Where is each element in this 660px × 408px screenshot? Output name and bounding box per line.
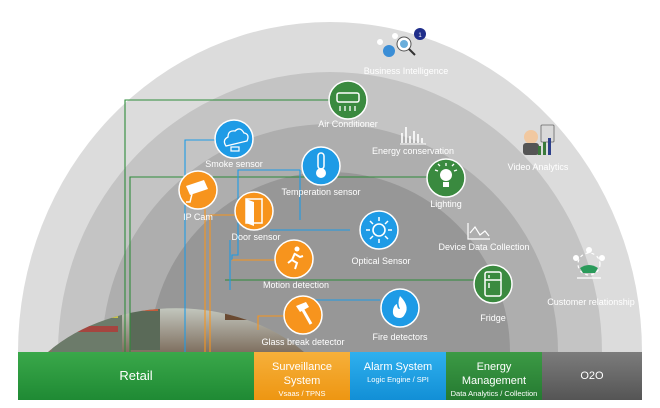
fridge-label: Fridge xyxy=(480,313,506,323)
optical-sensor-node[interactable] xyxy=(359,210,399,250)
surveillance-subtitle: Vsaas / TPNS xyxy=(278,389,326,398)
motion-detection-node[interactable] xyxy=(274,239,314,279)
motion-detection-label: Motion detection xyxy=(263,280,329,290)
door-sensor-label: Door sensor xyxy=(231,232,280,242)
glass-break-detector-node[interactable] xyxy=(283,295,323,335)
fire-detectors-label: Fire detectors xyxy=(372,332,428,342)
segment-surveillance[interactable]: Surveillance System Vsaas / TPNS xyxy=(254,352,350,400)
glass-break-detector-label: Glass break detector xyxy=(261,337,344,347)
lighting-label: Lighting xyxy=(430,199,462,209)
surveillance-title: Surveillance System xyxy=(272,361,332,387)
alarm-title: Alarm System xyxy=(363,361,433,373)
energy-conservation-label: Energy conservation xyxy=(372,146,454,156)
air-conditioner-icon xyxy=(328,80,368,120)
energy-title: Energy Management xyxy=(461,361,527,387)
fridge-node[interactable] xyxy=(473,264,513,304)
thermometer-icon xyxy=(301,146,341,186)
customer-relationship-icon xyxy=(573,247,605,279)
segment-o2o[interactable]: O2O xyxy=(542,352,642,400)
notification-badge: 1 xyxy=(418,33,422,39)
air-conditioner-label: Air Conditioner xyxy=(318,119,378,129)
business-intelligence-icon xyxy=(377,28,426,57)
energy-conservation-icon xyxy=(400,127,426,145)
hammer-icon xyxy=(283,295,323,335)
fire-detectors-node[interactable] xyxy=(380,288,420,328)
alarm-subtitle: Logic Engine / SPI xyxy=(367,375,429,384)
customer-relationship-label: Customer relationship xyxy=(547,297,635,307)
smoke-icon xyxy=(214,119,254,159)
smoke-sensor-label: Smoke sensor xyxy=(205,159,263,169)
retail-label: Retail xyxy=(119,368,153,383)
temperation-sensor-label: Temperation sensor xyxy=(281,187,360,197)
temperation-sensor-node[interactable] xyxy=(301,146,341,186)
sun-icon xyxy=(359,210,399,250)
device-data-collection-label: Device Data Collection xyxy=(438,242,529,252)
lighting-node[interactable] xyxy=(426,158,466,198)
door-sensor-node[interactable] xyxy=(234,191,274,231)
video-analytics-icon xyxy=(523,124,555,155)
running-person-icon xyxy=(274,239,314,279)
optical-sensor-label: Optical Sensor xyxy=(351,256,410,266)
smoke-sensor-node[interactable] xyxy=(214,119,254,159)
segment-retail[interactable]: Retail xyxy=(18,352,254,400)
ip-cam-label: IP Cam xyxy=(183,212,213,222)
fridge-icon xyxy=(473,264,513,304)
segment-energy[interactable]: Energy Management Data Analytics / Colle… xyxy=(446,352,542,400)
business-intelligence-label: Business Intelligence xyxy=(364,66,449,76)
energy-subtitle: Data Analytics / Collection xyxy=(450,389,538,398)
device-data-collection-icon xyxy=(467,223,490,240)
video-analytics-label: Video Analytics xyxy=(508,162,569,172)
air-conditioner-node[interactable] xyxy=(328,80,368,120)
ip-cam-node[interactable] xyxy=(178,170,218,210)
segment-alarm[interactable]: Alarm System Logic Engine / SPI xyxy=(350,352,446,400)
o2o-label: O2O xyxy=(580,370,604,382)
